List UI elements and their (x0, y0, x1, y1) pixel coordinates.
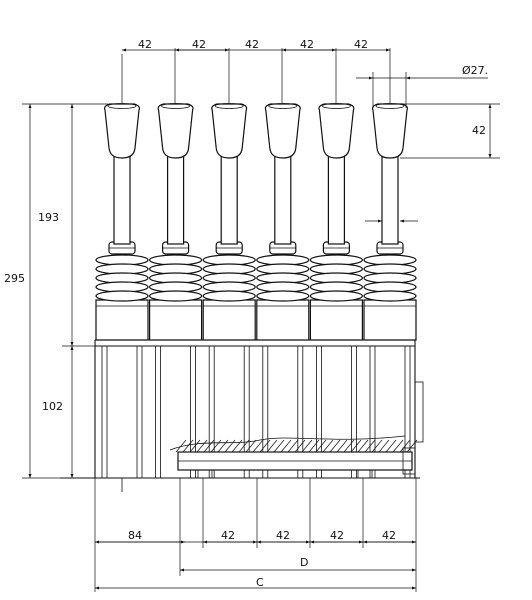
base-housing (60, 339, 424, 492)
left-offset-label: 84 (128, 529, 142, 542)
lever-5 (309, 103, 363, 479)
pitch-bottom-3: 42 (330, 529, 344, 542)
lever-height-label: 193 (38, 211, 59, 224)
dimension-heights: 295 193 102 (4, 103, 108, 479)
pitch-top-1: 42 (138, 38, 152, 51)
dimension-knob-diameter: Ø27. (356, 64, 488, 108)
lever-4 (256, 103, 310, 479)
lever-3 (202, 103, 256, 479)
lever-2 (149, 103, 203, 479)
pitch-bottom-1: 42 (221, 529, 235, 542)
pitch-top-3: 42 (245, 38, 259, 51)
dimension-top-pitch: 42 42 42 42 42 (121, 38, 391, 104)
pitch-bottom-2: 42 (276, 529, 290, 542)
lever-group (95, 103, 417, 479)
pitch-top-4: 42 (300, 38, 314, 51)
pitch-top-5: 42 (354, 38, 368, 51)
dim-c-label: C (256, 576, 264, 589)
lever-6 (363, 103, 417, 479)
total-height-label: 295 (4, 272, 25, 285)
dimension-knob-height: 42 (400, 103, 500, 159)
knob-height-label: 42 (472, 124, 486, 137)
pitch-top-2: 42 (192, 38, 206, 51)
knob-diameter-label: Ø27. (462, 64, 488, 77)
dimension-bottom: 84 42 42 42 42 D C (94, 478, 417, 592)
hatched-plate (175, 439, 418, 453)
lever-1 (95, 103, 149, 479)
base-height-label: 102 (42, 400, 63, 413)
pitch-bottom-4: 42 (382, 529, 396, 542)
dim-d-label: D (300, 556, 308, 569)
